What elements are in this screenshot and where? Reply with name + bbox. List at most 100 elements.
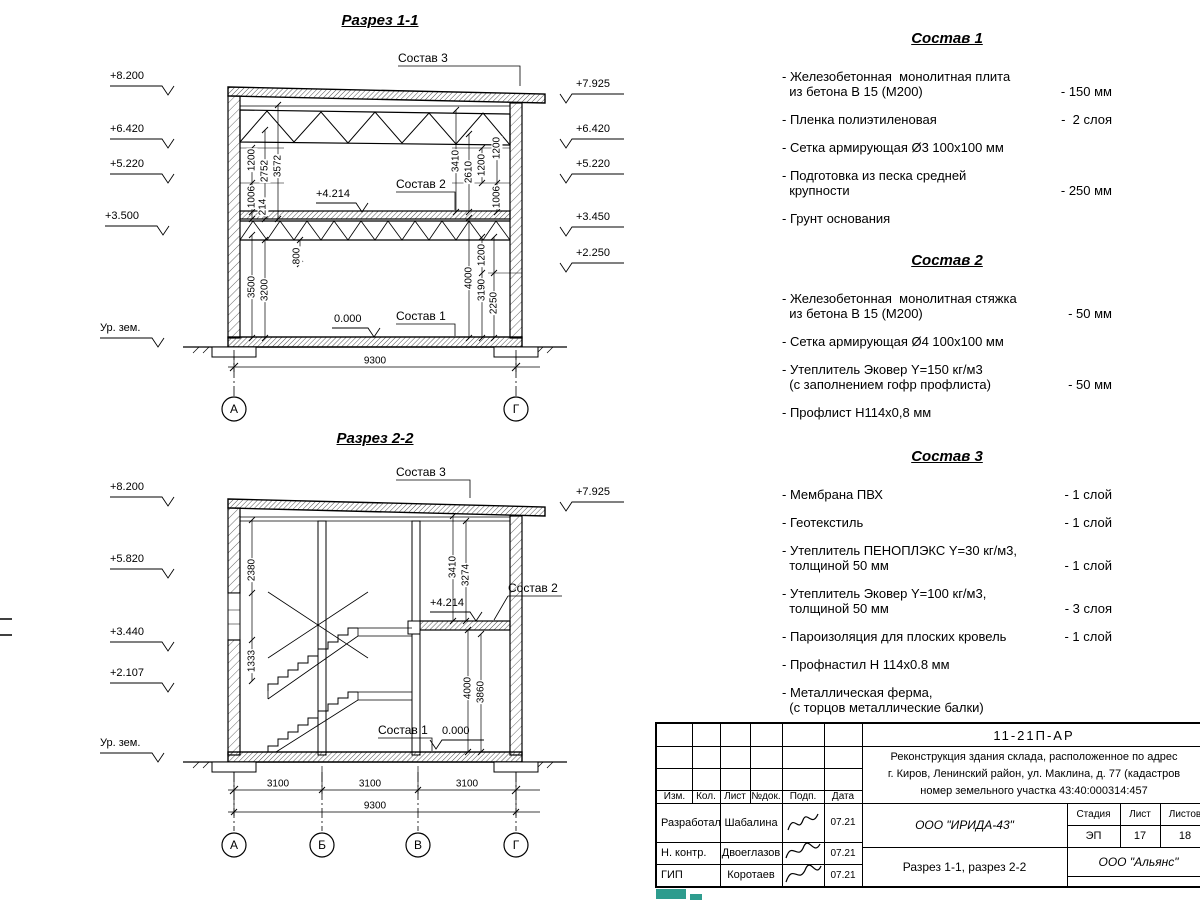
dimension-label: 3500 (246, 274, 258, 300)
dimension-label: 214 (257, 197, 269, 217)
elevation-label: +6.420 (576, 123, 610, 135)
ground-level-label: Ур. зем. (100, 737, 141, 749)
elevation-label: 0.000 (442, 725, 470, 737)
dimension-label: 3100 (453, 778, 481, 790)
dimension-label: 4000 (463, 265, 475, 291)
elevation-label: +5.820 (110, 553, 144, 565)
callout-sostav1: Состав 1 (396, 309, 446, 323)
sheet-fold-marks (0, 618, 12, 636)
list-item: - Железобетонная монолитная стяжка из бе… (782, 291, 1112, 321)
composition-2: Состав 2 - Железобетонная монолитная стя… (782, 252, 1112, 433)
elevation-label: +8.200 (110, 70, 144, 82)
composition-3-title: Состав 3 (911, 448, 983, 465)
staff-role: Разработал (661, 816, 721, 829)
callout-sostav1: Состав 1 (378, 723, 428, 737)
callout-sostav2: Состав 2 (396, 177, 446, 191)
column-header-kol: Кол. (696, 791, 716, 802)
elevation-label: +4.214 (430, 597, 464, 609)
dimension-label: 1333 (246, 648, 258, 674)
staff-name: Шабалина (724, 816, 778, 829)
dimension-label: 1200 (246, 147, 258, 173)
column-header-izm: Изм. (663, 791, 686, 802)
document-number: 11-21П-АР (993, 727, 1075, 743)
dimension-label: 1200 (476, 152, 488, 178)
staff-role: ГИП (661, 869, 683, 881)
section-1-1-drawing (100, 65, 624, 422)
list-item: - Мембрана ПВХ - 1 слой (782, 487, 1112, 502)
list-item: - Профнастил Н 114х0.8 мм (782, 657, 950, 672)
staff-name: Двоеглазов (721, 847, 781, 859)
dimension-label: 3274 (460, 562, 472, 588)
staff-role: Н. контр. (661, 847, 707, 859)
elevation-label: +7.925 (576, 486, 610, 498)
column-header-list: Лист (724, 791, 746, 802)
dimension-label: 3200 (259, 277, 271, 303)
elevation-label: +8.200 (110, 481, 144, 493)
dimension-label: 3100 (356, 778, 384, 790)
elevation-label: +3.450 (576, 211, 610, 223)
sheets-value: 18 (1178, 830, 1192, 842)
elevation-label: +5.220 (110, 158, 144, 170)
composition-1-title: Состав 1 (911, 30, 983, 47)
stage-label: Стадия (1076, 808, 1111, 820)
composition-1: Состав 1 - Железобетонная монолитная пли… (782, 30, 1112, 239)
titleblock-signatures (785, 813, 822, 883)
dimension-label: 2250 (488, 290, 500, 316)
column-header-ndok: №док. (751, 791, 781, 802)
axis-bubble-g: Г (512, 402, 520, 416)
elevation-label: +5.220 (576, 158, 610, 170)
elevation-label: 0.000 (334, 313, 362, 325)
dimension-label: 1006 (246, 184, 258, 210)
drawing-title: Разрез 1-1, разрез 2-2 (902, 859, 1027, 874)
list-item: - Металлическая ферма, (с торцов металли… (782, 685, 984, 715)
section1-title: Разрез 1-1 (341, 12, 419, 29)
staff-date: 07.21 (830, 847, 856, 859)
highlight-box (656, 889, 686, 899)
composition-2-title: Состав 2 (911, 252, 983, 269)
dimension-label: 1200 (491, 135, 503, 161)
callout-sostav3: Состав 3 (396, 465, 446, 479)
dimension-label: 3100 (264, 778, 292, 790)
dimension-label: 9300 (361, 800, 389, 812)
list-item: - Железобетонная монолитная плита из бет… (782, 69, 1112, 99)
axis-bubble-g: Г (512, 838, 520, 852)
elevation-label: +6.420 (110, 123, 144, 135)
sheets-label: Листов (1168, 808, 1200, 820)
dimension-label: 2752 (259, 158, 271, 184)
stage-value: ЭП (1085, 830, 1102, 842)
list-item: - Подготовка из песка средней крупности … (782, 168, 1112, 198)
highlight-box (690, 894, 702, 900)
project-description: Реконструкция здания склада, расположенн… (887, 751, 1181, 797)
dimension-label: 3190 (476, 277, 488, 303)
axis-bubble-b: Б (318, 838, 326, 852)
ground-level-label: Ур. зем. (100, 322, 141, 334)
staff-date: 07.21 (830, 817, 856, 828)
dimension-label: 1200 (476, 242, 488, 268)
staff-name: Коротаев (727, 869, 775, 881)
elevation-label: +2.107 (110, 667, 144, 679)
sheet-value: 17 (1133, 830, 1147, 842)
design-org: ООО "ИРИДА-43" (915, 818, 1014, 832)
list-item: - Профлист Н114х0,8 мм (782, 405, 932, 420)
contractor-org: ООО "Альянс" (1098, 854, 1179, 869)
titleblock: 11-21П-АР Реконструкция здания склада, р… (655, 722, 1200, 888)
callout-sostav2: Состав 2 (508, 581, 558, 595)
elevation-label: +7.925 (576, 78, 610, 90)
list-item: - Пароизоляция для плоских кровель - 1 с… (782, 629, 1112, 644)
staff-date: 07.21 (830, 869, 856, 881)
list-item: - Утеплитель ПЕНОПЛЭКС Y=30 кг/м3, толщи… (782, 543, 1112, 573)
composition-3: Состав 3 - Мембрана ПВХ - 1 слой - Геоте… (782, 448, 1112, 728)
axis-bubble-a: А (229, 402, 239, 416)
dimension-label: 9300 (361, 355, 389, 367)
list-item: - Сетка армирующая Ø3 100х100 мм (782, 140, 1004, 155)
list-item: - Утеплитель Эковер Y=150 кг/м3 (с запол… (782, 362, 1112, 392)
list-item: - Геотекстиль - 1 слой (782, 515, 1112, 530)
axis-bubble-v: В (413, 838, 423, 852)
section-2-2-drawing (100, 479, 624, 858)
list-item: - Сетка армирующая Ø4 100х100 мм (782, 334, 1004, 349)
column-header-data: Дата (831, 791, 855, 802)
dimension-label: 3572 (272, 153, 284, 179)
axis-bubble-a: А (229, 838, 239, 852)
